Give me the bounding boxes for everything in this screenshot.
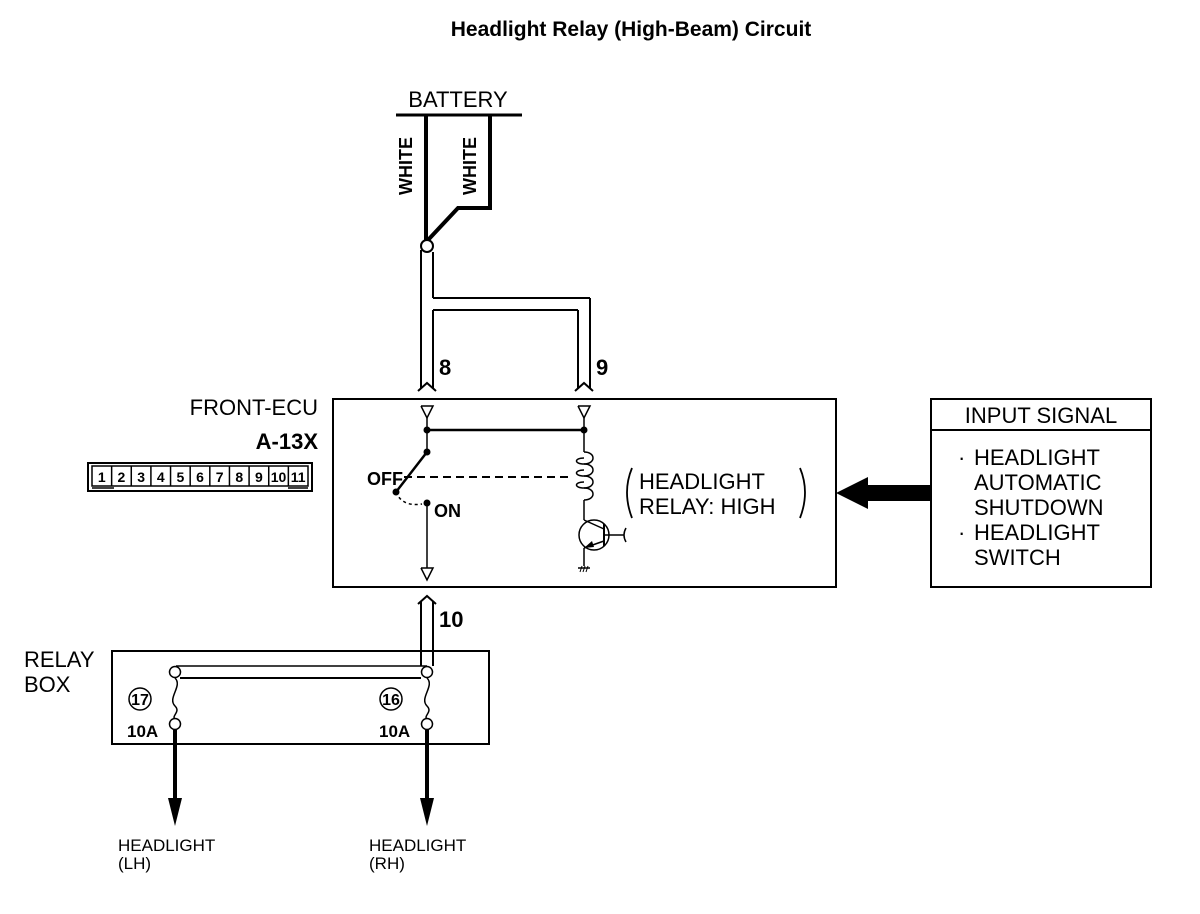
connector-pin: 9: [248, 466, 263, 486]
battery-block: BATTERY WHITE WHITE: [396, 87, 522, 253]
ecu-name-label: FRONT-ECU: [190, 395, 318, 420]
ground-icon: [578, 565, 590, 573]
output-arrow-rh: [420, 730, 434, 826]
connector-pin-number: 8: [235, 469, 243, 485]
fuse-17-rating: 10A: [127, 722, 158, 741]
ecu-input-wires: [417, 250, 594, 392]
input-signal-arrow: [836, 477, 930, 509]
connector-pin: 2: [110, 466, 126, 486]
battery-wire-right: [426, 115, 492, 242]
relay-coil-icon: [575, 451, 594, 501]
relay-label-line1: HEADLIGHT: [639, 469, 765, 494]
relay-box: [111, 650, 490, 745]
output-arrow-lh: [168, 730, 182, 826]
diagram-title: Headlight Relay (High-Beam) Circuit: [451, 18, 812, 41]
connector-pin: 10: [267, 466, 287, 486]
connector-pin: 3: [130, 466, 145, 486]
wire-color-right: WHITE: [460, 137, 480, 195]
terminal-10-marker: [420, 567, 435, 582]
connector-pin: 1: [98, 469, 106, 485]
connector-pin-number: 1: [98, 469, 106, 485]
wire-color-left: WHITE: [396, 137, 416, 195]
switch-off-label: OFF: [367, 469, 403, 489]
connector-pin-number: 2: [118, 469, 126, 485]
terminal-9-marker: [577, 405, 592, 420]
output-lh-line1: HEADLIGHT: [118, 836, 215, 855]
connector-pin-number: 10: [271, 469, 287, 485]
fuse-16-number: 16: [382, 692, 400, 709]
fuse-17-number: 17: [131, 692, 149, 709]
relay-box-internals: [128, 665, 434, 731]
relay-label-line2: RELAY: HIGH: [639, 494, 776, 519]
connector-pin: 7: [209, 466, 224, 486]
terminal-8-marker: [420, 405, 435, 420]
terminal-10-label: 10: [439, 607, 463, 632]
input-item-2-line2: SWITCH: [974, 545, 1061, 570]
switch-on-label: ON: [434, 501, 461, 521]
connector-pin-number: 7: [216, 469, 224, 485]
output-rh-line2: (RH): [369, 854, 405, 873]
fuse-16-icon: [424, 677, 430, 720]
relay-box-label-line1: RELAY: [24, 647, 95, 672]
connector-pin-number: 4: [157, 469, 165, 485]
relay-box-label-line2: BOX: [24, 672, 71, 697]
connector-pin-number: 6: [196, 469, 204, 485]
input-item-1-bullet: ·: [958, 445, 965, 470]
ecu-output-wire: [417, 594, 437, 666]
connector-pin-number: 11: [291, 469, 306, 485]
fuse-17-icon: [172, 677, 178, 720]
splice-point: [420, 239, 434, 253]
output-rh-line1: HEADLIGHT: [369, 836, 466, 855]
ecu-internals: [392, 405, 806, 582]
input-signal-box: INPUT SIGNAL · HEADLIGHT AUTOMATIC SHUTD…: [930, 398, 1152, 588]
connector-pin: 8: [228, 466, 243, 486]
connector-pin: 11: [287, 466, 306, 486]
input-item-1-line3: SHUTDOWN: [974, 495, 1104, 520]
input-item-1-line2: AUTOMATIC: [974, 470, 1102, 495]
output-lh-line2: (LH): [118, 854, 151, 873]
connector-pin: 5: [169, 466, 184, 486]
connector-pin-number: 9: [255, 469, 263, 485]
input-item-2-bullet: ·: [958, 520, 965, 545]
relay-switch-arm: [395, 451, 428, 493]
connector-pin-number: 5: [176, 469, 184, 485]
fuse-16-rating: 10A: [379, 722, 410, 741]
terminal-9-label: 9: [596, 355, 608, 380]
connector-pin-number: 3: [137, 469, 145, 485]
input-signal-header: INPUT SIGNAL: [965, 403, 1117, 428]
battery-label: BATTERY: [408, 87, 508, 112]
transistor-icon: [578, 519, 627, 551]
input-item-1-line1: HEADLIGHT: [974, 445, 1100, 470]
terminal-8-label: 8: [439, 355, 451, 380]
input-item-2-line1: HEADLIGHT: [974, 520, 1100, 545]
ecu-connector-id: A-13X: [256, 429, 319, 454]
connector-pin: 4: [150, 466, 165, 486]
connector-pin: 6: [189, 466, 204, 486]
